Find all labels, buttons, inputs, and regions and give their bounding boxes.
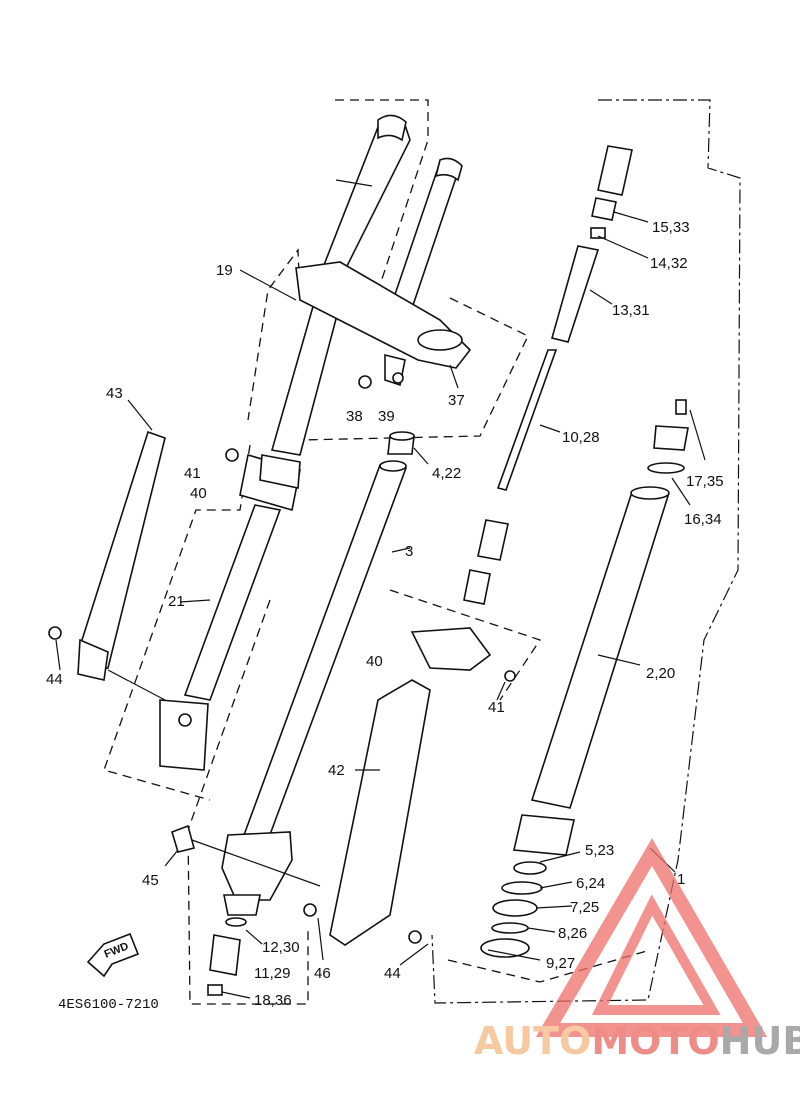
collar-4-22: [387, 431, 415, 455]
label-14-32: 14,32: [650, 255, 688, 272]
label-8-26: 8,26: [558, 925, 587, 942]
label-43: 43: [106, 385, 123, 402]
fork-guard-42: [329, 679, 431, 946]
label-45: 45: [142, 872, 159, 889]
label-11-29: 11,29: [254, 965, 290, 982]
label-40-a: 40: [190, 485, 207, 502]
cap-bolt-17-35: [647, 399, 689, 474]
label-40-b: 40: [366, 653, 383, 670]
label-15-33: 15,33: [652, 219, 690, 236]
group-outlines: [103, 99, 741, 1005]
label-2-20: 2,20: [646, 665, 675, 682]
diagram-code: 4ES6100-7210: [58, 997, 159, 1013]
label-46: 46: [314, 965, 331, 982]
label-19: 19: [216, 262, 233, 279]
label-7-25: 7,25: [570, 899, 599, 916]
label-16-34: 16,34: [684, 511, 722, 528]
label-3: 3: [405, 543, 413, 560]
label-18-36: 18,36: [254, 992, 292, 1009]
label-5-23: 5,23: [585, 842, 614, 859]
label-6-24: 6,24: [576, 875, 605, 892]
label-12-30: 12,30: [262, 939, 300, 956]
label-21: 21: [168, 593, 185, 610]
right-outer-tube-2-20: [513, 486, 670, 856]
label-44-a: 44: [46, 671, 63, 688]
seal-stack: [480, 861, 547, 958]
label-13-31: 13,31: [612, 302, 650, 319]
left-lower-tube-21: [159, 453, 301, 771]
damper-rod-assembly: [463, 145, 633, 605]
label-42: 42: [328, 762, 345, 779]
callout-labels: 19 15,33 14,32 13,31 37 38 39 43 10,28 4…: [46, 219, 724, 1009]
watermark-logo: AUTOMOTOHUB: [474, 838, 800, 1063]
clamps-40: [259, 454, 492, 671]
outer-tube-3: [221, 460, 408, 916]
label-10-28: 10,28: [562, 429, 600, 446]
watermark-text: AUTOMOTOHUB: [474, 1019, 800, 1063]
label-37: 37: [448, 392, 465, 409]
fork-guard-43: [77, 430, 166, 681]
label-41-b: 41: [488, 699, 505, 716]
label-9-27: 9,27: [546, 955, 575, 972]
label-1: 1: [677, 871, 685, 888]
bolts: [48, 372, 516, 944]
label-44-b: 44: [384, 965, 401, 982]
label-17-35: 17,35: [686, 473, 724, 490]
fwd-arrow-icon: FWD: [86, 932, 140, 978]
leader-lines: [55, 211, 706, 999]
label-39: 39: [378, 408, 395, 425]
label-4-22: 4,22: [432, 465, 461, 482]
label-41-a: 41: [184, 465, 201, 482]
label-38: 38: [346, 408, 363, 425]
lower-parts: [171, 824, 247, 996]
